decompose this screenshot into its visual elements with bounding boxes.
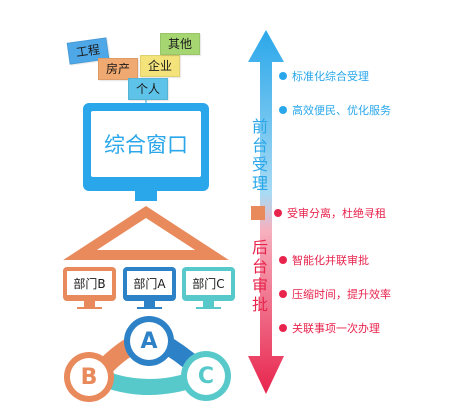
- circle-a: A: [124, 316, 174, 366]
- monitor-stand: [135, 191, 157, 201]
- roof-triangle: [63, 206, 229, 260]
- bullet-dot: [279, 324, 287, 332]
- circle-b-label: B: [70, 358, 108, 396]
- bullet-dot: [279, 72, 287, 80]
- department-c-monitor: 部门C: [182, 267, 235, 309]
- circle-c-label: C: [187, 357, 225, 395]
- category-tag-property: 房产: [98, 58, 139, 80]
- back-item-1-text: 智能化并联审批: [292, 254, 369, 267]
- front-item-2-text: 高效便民、优化服务: [292, 104, 391, 117]
- back-item-3-text: 关联事项一次办理: [292, 322, 380, 335]
- back-item-2-text: 压缩时间，提升效率: [292, 288, 391, 301]
- department-b-label: 部门B: [73, 276, 106, 291]
- department-a-monitor: 部门A: [123, 267, 176, 309]
- back-item-1: 智能化并联审批: [279, 252, 369, 268]
- back-item-2: 压缩时间，提升效率: [279, 286, 391, 302]
- bullet-dot: [279, 256, 287, 264]
- circle-a-label: A: [130, 322, 168, 360]
- category-tag-individual: 个人: [128, 78, 169, 100]
- middle-square-icon: [251, 206, 265, 220]
- circle-c: C: [181, 351, 231, 401]
- category-tag-other: 其他: [160, 33, 201, 55]
- front-desk-label: 前台受理: [251, 117, 268, 193]
- department-a-label: 部门A: [133, 276, 166, 291]
- front-item-2: 高效便民、优化服务: [279, 102, 391, 118]
- flow-arrow: [248, 30, 284, 394]
- middle-item: 受审分离，杜绝寻租: [251, 205, 386, 221]
- monitor-screen: 综合窗口: [91, 111, 201, 177]
- back-item-3: 关联事项一次办理: [279, 320, 380, 336]
- front-item-1: 标准化综合受理: [279, 68, 369, 84]
- circle-b: B: [64, 352, 114, 402]
- middle-item-text: 受审分离，杜绝寻租: [287, 207, 386, 220]
- department-b-monitor: 部门B: [63, 267, 116, 309]
- bullet-dot: [279, 290, 287, 298]
- front-item-1-text: 标准化综合受理: [292, 70, 369, 83]
- integrated-window-monitor: 综合窗口: [83, 103, 209, 201]
- department-c-label: 部门C: [192, 276, 225, 291]
- bullet-dot: [274, 209, 282, 217]
- monitor-label: 综合窗口: [104, 133, 188, 157]
- back-office-label: 后台审批: [251, 238, 268, 314]
- category-tag-enterprise: 企业: [140, 55, 181, 77]
- bullet-dot: [279, 106, 287, 114]
